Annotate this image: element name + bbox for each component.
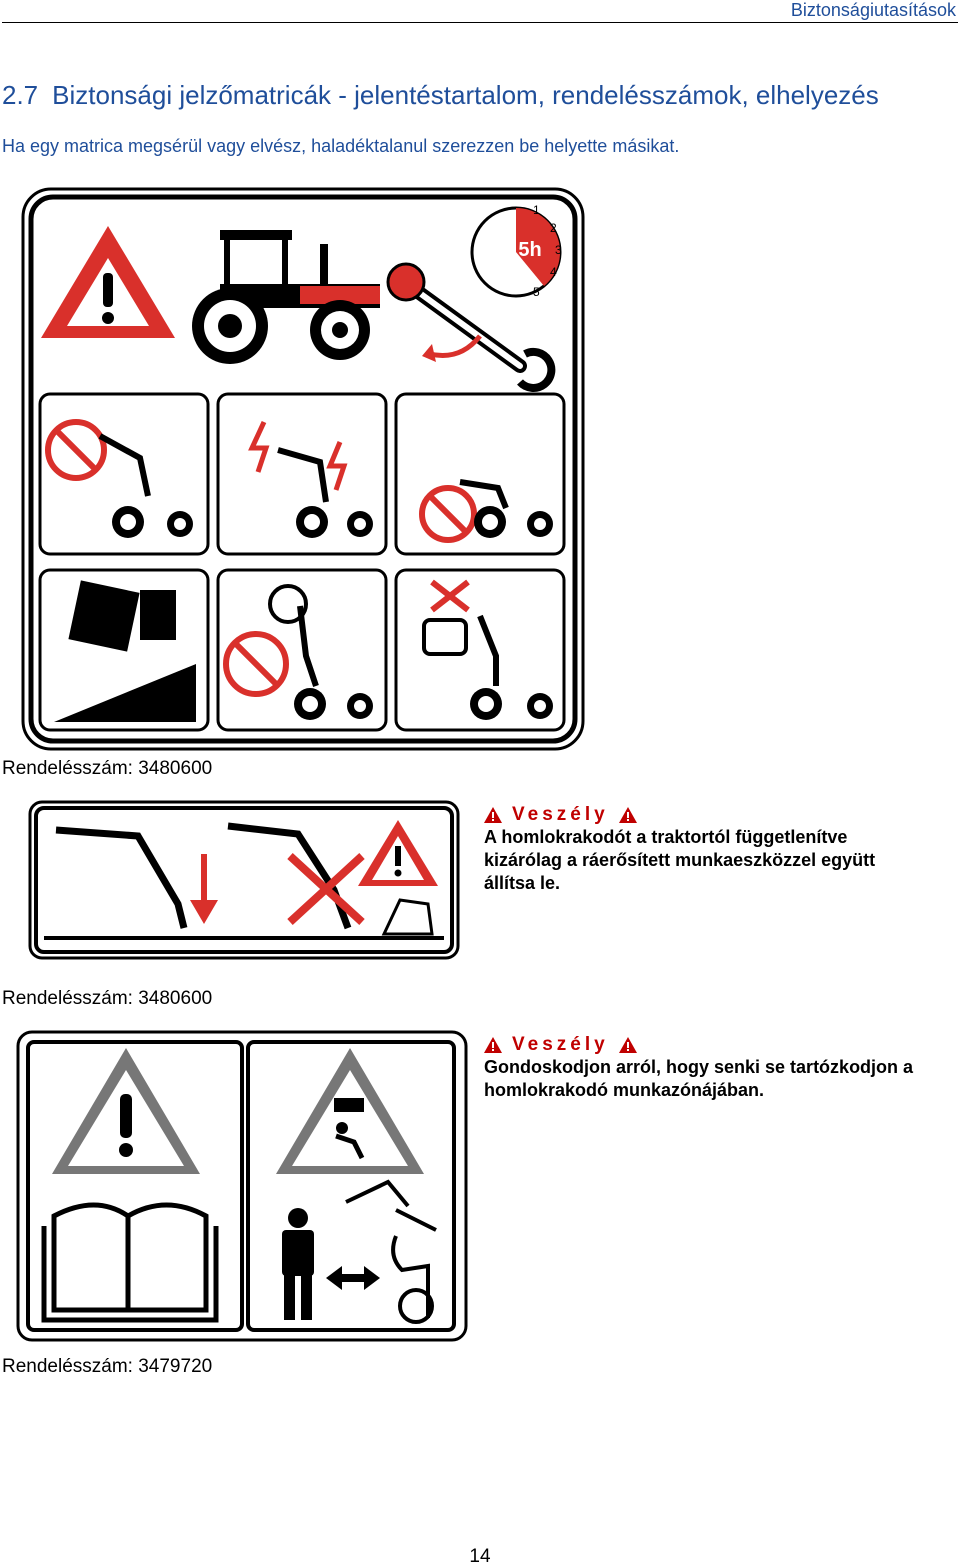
warning-icon bbox=[484, 1037, 502, 1053]
warning-title-1: Veszély bbox=[484, 804, 954, 826]
warning-block-2: Veszély Gondoskodjon arról, hogy senki s… bbox=[484, 1034, 954, 1102]
header-title: Biztonságiutasítások bbox=[790, 0, 956, 20]
tractor-icon bbox=[192, 230, 380, 364]
intro-text: Ha egy matrica megsérül vagy elvész, hal… bbox=[2, 136, 680, 156]
warning-text-2: Gondoskodjon arról, hogy senki se tartóz… bbox=[484, 1057, 914, 1100]
warning-text-1: A homlokrakodót a traktortól függetlenít… bbox=[484, 827, 876, 893]
warning-triangle-icon bbox=[358, 820, 438, 886]
warning-block-1: Veszély A homlokrakodót a traktortól füg… bbox=[484, 804, 954, 895]
loader-arm-icon bbox=[345, 1179, 437, 1324]
sticker-3480600-parking bbox=[28, 800, 460, 960]
manual-book-icon bbox=[41, 1202, 219, 1323]
svg-text:5: 5 bbox=[533, 285, 540, 299]
svg-text:3: 3 bbox=[555, 243, 562, 257]
page-number: 14 bbox=[469, 1546, 491, 1567]
clock-label: 5h bbox=[518, 239, 541, 261]
warning-triangle-icon bbox=[52, 1048, 200, 1174]
section-number: 2.7 bbox=[2, 80, 39, 110]
wrench-icon bbox=[386, 262, 556, 392]
hazard-panels bbox=[38, 392, 566, 732]
section-heading: 2.7 Biztonsági jelzőmatricák - jelentésta… bbox=[2, 80, 879, 111]
double-arrow-icon bbox=[326, 1266, 380, 1290]
order-number-1: Rendelésszám: 3480600 bbox=[2, 758, 213, 779]
sticker-3480600-main: 5h 1 2 3 4 5 bbox=[21, 187, 585, 751]
warning-icon bbox=[484, 807, 502, 823]
header-rule bbox=[2, 22, 958, 23]
person-icon bbox=[282, 1208, 314, 1320]
service-clock-icon: 5h 1 2 3 4 5 bbox=[470, 203, 562, 299]
section-title: Biztonsági jelzőmatricák - jelentéstarta… bbox=[52, 80, 879, 110]
order-number-3: Rendelésszám: 3479720 bbox=[2, 1356, 213, 1377]
svg-text:1: 1 bbox=[533, 203, 540, 217]
sticker-3479720-workzone bbox=[16, 1030, 468, 1342]
crush-warning-icon bbox=[276, 1048, 424, 1174]
warning-triangle-icon bbox=[41, 226, 175, 338]
warning-icon bbox=[618, 807, 637, 823]
warning-title-2: Veszély bbox=[484, 1034, 954, 1056]
panel-pictograms bbox=[45, 419, 553, 722]
warning-icon bbox=[618, 1037, 637, 1053]
svg-text:2: 2 bbox=[550, 221, 557, 235]
svg-text:4: 4 bbox=[550, 265, 557, 279]
order-number-2: Rendelésszám: 3480600 bbox=[2, 988, 213, 1009]
